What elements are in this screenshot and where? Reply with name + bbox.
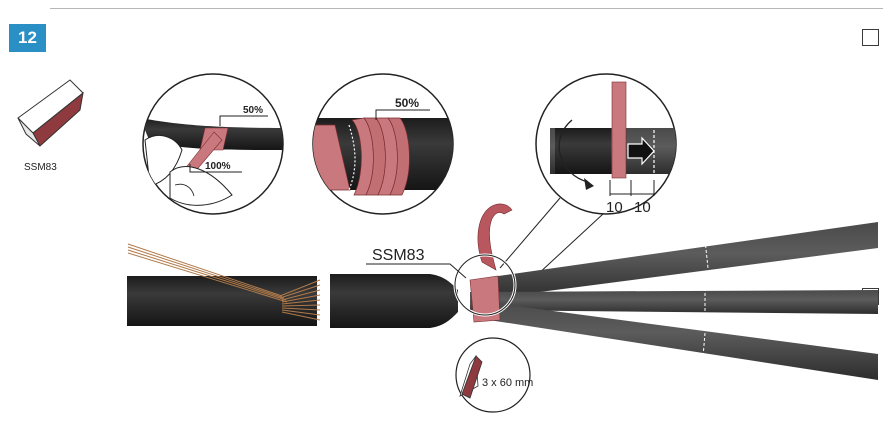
- step-number-badge: 12: [9, 24, 46, 52]
- core-upper: [470, 222, 878, 300]
- dimension-left: 10: [606, 199, 623, 216]
- dimension-right: 10: [634, 199, 651, 216]
- tape-icon-label: SSM83: [24, 162, 57, 173]
- tape-strip-size: 3 x 60 mm: [482, 377, 533, 389]
- full-100-label: 100%: [205, 161, 231, 172]
- overlap-50-label: 50%: [243, 105, 263, 116]
- tape-strip-icon: 3 x 60 mm: [455, 337, 533, 413]
- core-middle: [470, 290, 878, 314]
- joint-body: [330, 274, 458, 328]
- detail-circle-overlap-windings: 50%: [312, 73, 454, 215]
- top-rule: [50, 8, 883, 9]
- cable-assembly: [127, 203, 878, 380]
- main-callout-label: SSM83: [372, 247, 425, 264]
- step-checkbox[interactable]: [862, 29, 879, 46]
- detail-circle-dimensions: 10 10: [535, 73, 677, 216]
- overlap-50-label-2: 50%: [395, 96, 419, 110]
- core-lower: [470, 300, 878, 380]
- detail-circle-half-full-overlap: 50% 100%: [142, 73, 284, 215]
- tape-icon: SSM83: [17, 79, 84, 173]
